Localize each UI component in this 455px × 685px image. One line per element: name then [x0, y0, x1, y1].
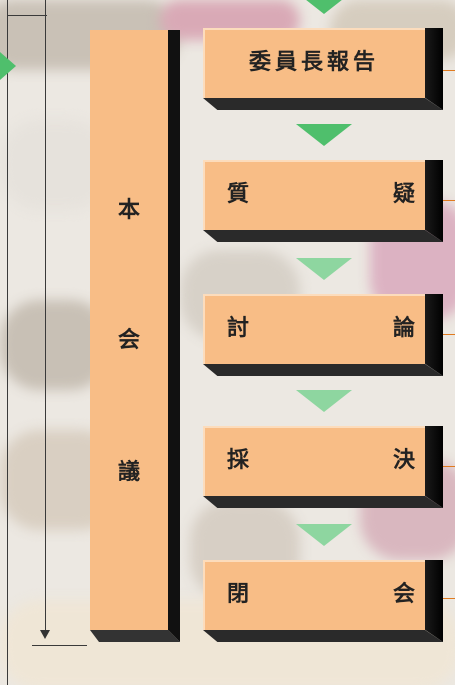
top-arrow-icon	[296, 0, 352, 14]
step-vote-right: 決	[393, 448, 416, 473]
timeline-arrowhead	[40, 630, 50, 639]
step-tick	[443, 598, 455, 599]
frame-top-line	[7, 15, 47, 16]
timeline-end-bar	[32, 645, 87, 646]
step-vote-left: 採	[227, 448, 250, 473]
down-arrow-icon	[296, 258, 352, 280]
plenary-session-box: 本 会 議	[90, 30, 180, 642]
down-arrow-icon	[296, 124, 352, 146]
plenary-label-hon: 本	[117, 198, 140, 223]
step-closing-left: 閉	[227, 582, 250, 607]
step-tick	[443, 334, 455, 335]
timeline-line	[45, 0, 46, 636]
step-committee-report: 委員長報告	[203, 28, 443, 110]
down-arrow-icon	[296, 524, 352, 546]
step-tick	[443, 200, 455, 201]
step-closing-right: 会	[393, 582, 416, 607]
step-debate: 討 論	[203, 294, 443, 376]
plenary-label-gi: 議	[117, 460, 140, 485]
plenary-label-kai: 会	[117, 328, 140, 353]
step-tick	[443, 466, 455, 467]
frame-line-outer	[7, 0, 8, 685]
step-questioning: 質 疑	[203, 160, 443, 242]
step-debate-left: 討	[227, 316, 250, 341]
step-vote: 採 決	[203, 426, 443, 508]
step-debate-right: 論	[393, 316, 416, 341]
step-closing: 閉 会	[203, 560, 443, 642]
down-arrow-icon	[296, 390, 352, 412]
step-questioning-right: 疑	[393, 182, 416, 207]
step-committee-report-label: 委員長報告	[248, 50, 379, 75]
step-tick	[443, 70, 455, 71]
incoming-arrow-icon	[0, 52, 16, 80]
step-questioning-left: 質	[227, 182, 250, 207]
